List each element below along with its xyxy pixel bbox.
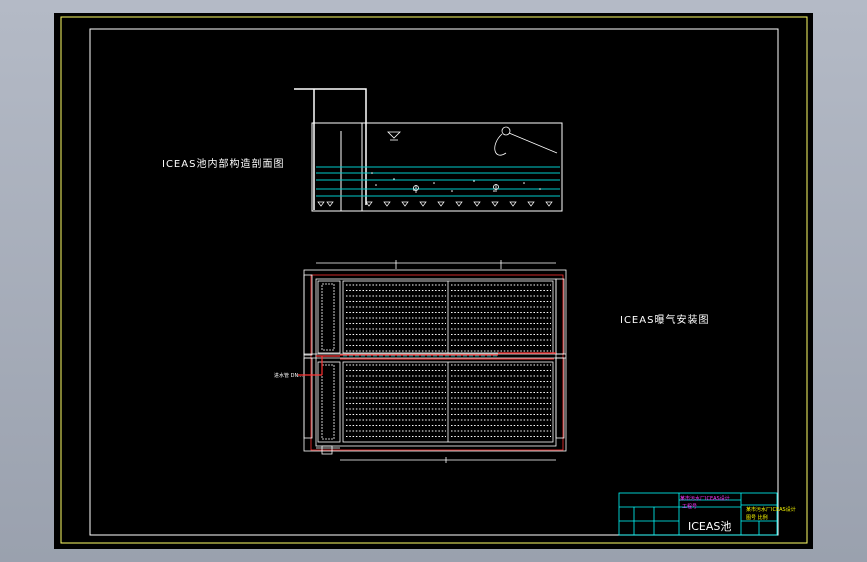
- water-level-marker: [387, 131, 401, 139]
- cad-drawing: [60, 16, 808, 544]
- tank-outline: [311, 122, 563, 212]
- title-block: [618, 492, 778, 536]
- diffuser-row: [317, 201, 553, 207]
- inner-frame: [89, 28, 779, 536]
- title-block-project-no: 工程号: [682, 504, 698, 510]
- plan-title: ICEAS曝气安装图: [620, 315, 710, 326]
- title-block-right-sub: 图号 比例: [746, 515, 768, 521]
- section-view: [294, 88, 563, 212]
- title-block-drawing-name: ICEAS池: [688, 520, 732, 533]
- title-block-project: 某市污水厂ICEAS设计: [680, 496, 730, 502]
- section-title: ICEAS池内部构造剖面图: [162, 159, 285, 170]
- decanter-hose: [494, 133, 507, 156]
- pump-symbols: [413, 184, 499, 193]
- bubbles: [371, 172, 541, 192]
- title-block-right-label: 某市污水厂ICEAS设计: [746, 507, 796, 513]
- inlet-note: 进水管 DN...: [274, 373, 303, 379]
- outer-frame: [60, 16, 808, 544]
- plan-view: [298, 260, 567, 463]
- aeration-diffuser-grid: [346, 284, 551, 437]
- decanter-float: [501, 126, 511, 136]
- drawing-sheet: ICEAS池内部构造剖面图 ICEAS曝气安装图 进水管 DN... 某市污水厂…: [54, 13, 813, 549]
- inlet-pipe: [294, 88, 367, 205]
- decanter-arm: [508, 132, 558, 154]
